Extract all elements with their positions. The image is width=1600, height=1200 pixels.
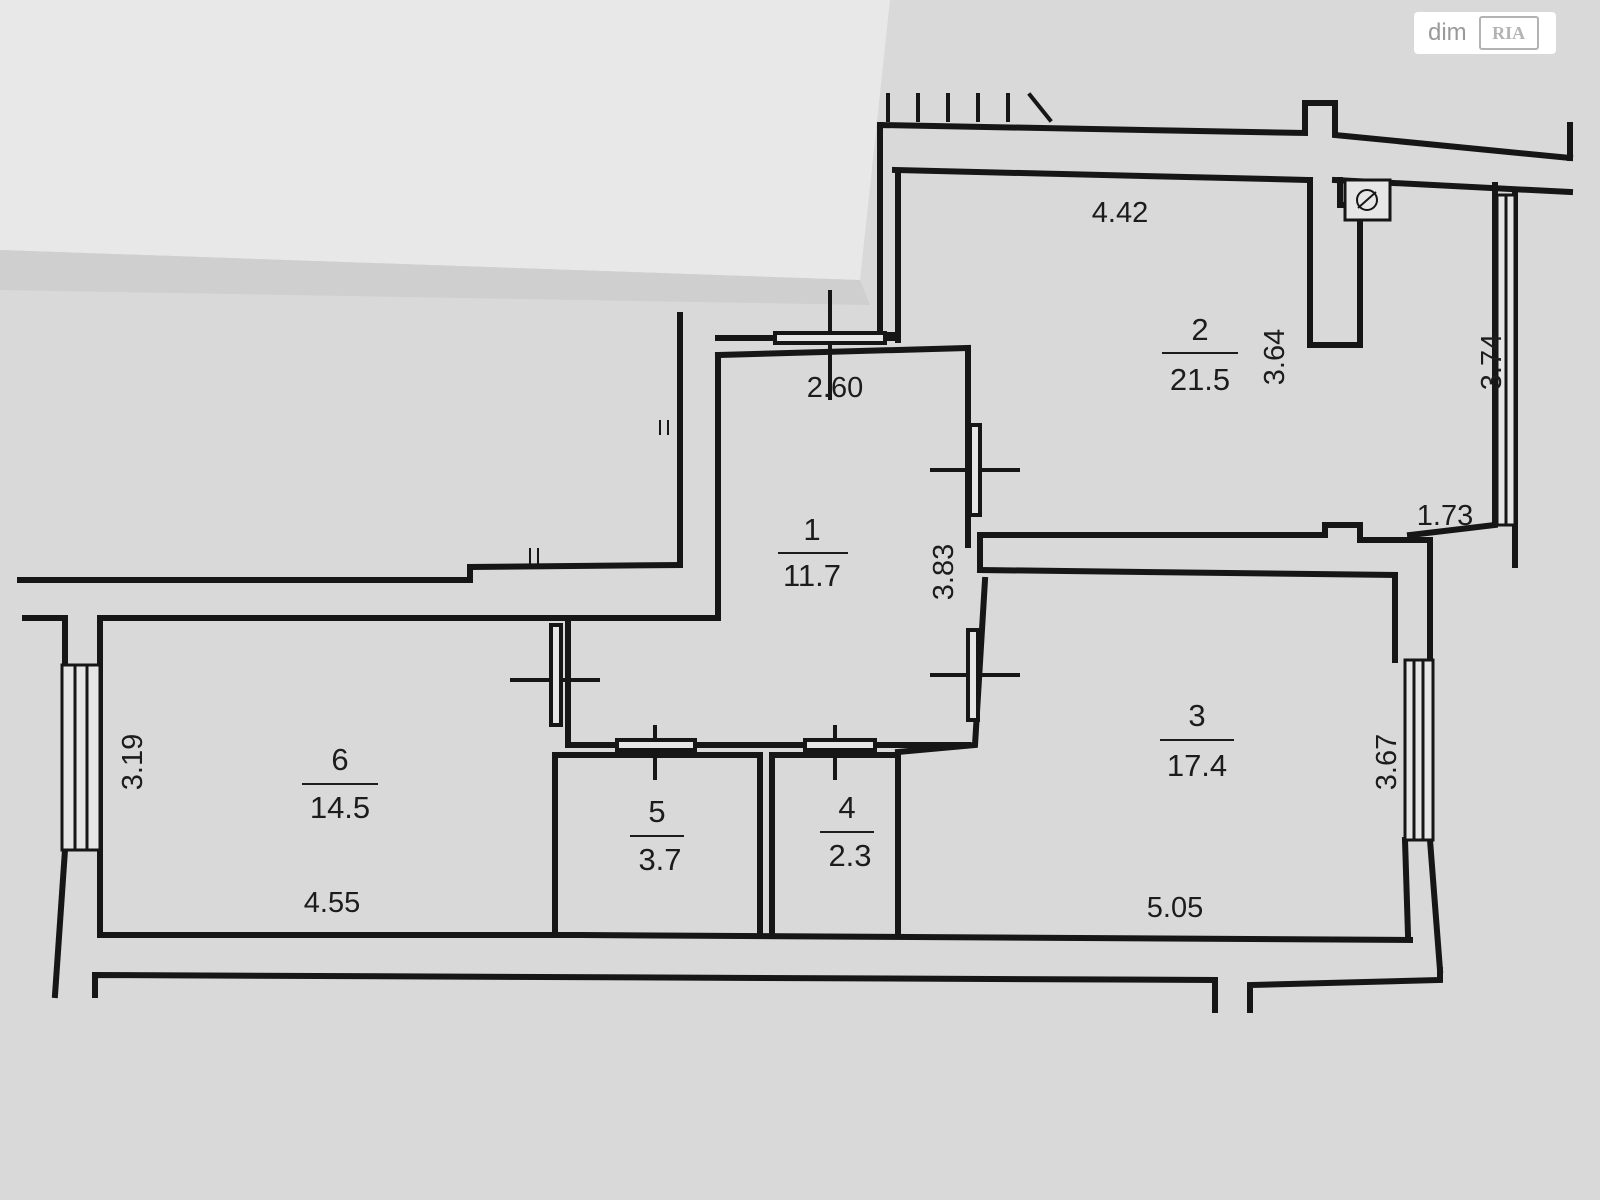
room-2-area: 21.5: [1170, 362, 1230, 397]
room3-right-wall-upper: [1392, 537, 1433, 663]
corridor-marks: [529, 548, 539, 565]
walls: [17, 92, 1574, 1013]
room-6-area: 14.5: [310, 790, 370, 825]
room-labels: 1 11.7 2 21.5 3 17.4 4 2.3 5 3.7 6 14.5: [302, 312, 1238, 877]
door-room5-frame: [615, 738, 697, 752]
room3-height-dim: 3.67: [1371, 734, 1403, 790]
door-room1-top-frame: [773, 331, 887, 345]
room-5-label: 5 3.7: [630, 794, 684, 877]
window-room3: [1403, 658, 1435, 842]
room-3-area: 17.4: [1167, 748, 1227, 783]
room-6-number: 6: [331, 742, 348, 777]
watermark-badge: dim RIA: [1414, 12, 1556, 54]
room4-walls: [769, 752, 901, 938]
door-room4-frame: [803, 738, 877, 752]
room6-height-dim: 3.19: [117, 734, 149, 790]
bottom-inner-wall: [97, 932, 1414, 944]
room3-right-inner-wall-lower: [1401, 836, 1412, 939]
room6-width-dim: 4.55: [304, 887, 360, 919]
room-6-label: 6 14.5: [302, 742, 378, 825]
room1-right-lower-wall: [894, 576, 989, 756]
dimension-labels: 2.60 3.83 4.42 3.64 3.74 1.73 5.05 3.67 …: [117, 197, 1508, 924]
room2-notch-dim: 1.73: [1417, 500, 1473, 532]
paper-fold-shadow: [0, 250, 870, 305]
door-room3-frame: [966, 628, 980, 722]
room2-width-dim: 4.42: [1092, 197, 1148, 229]
room1-width-dim: 2.60: [807, 372, 863, 404]
room-5-number: 5: [648, 794, 665, 829]
room3-width-dim: 5.05: [1147, 892, 1203, 924]
door-room6-frame: [549, 623, 563, 727]
room-4-number: 4: [838, 790, 855, 825]
windows: [60, 193, 1517, 852]
watermark-text: dim: [1428, 19, 1467, 46]
corridor-top-wall: [17, 561, 684, 583]
room-2-number: 2: [1191, 312, 1208, 347]
room-3-number: 3: [1188, 698, 1205, 733]
room-4-area: 2.3: [828, 838, 871, 873]
ria-logo-icon: RIA: [1478, 16, 1539, 50]
corridor-marks-upper: [659, 420, 669, 435]
door-room2-frame: [968, 423, 982, 517]
room3-right-outer-wall-lower: [1426, 836, 1444, 974]
window-room6: [60, 663, 102, 852]
room1-height-dim: 3.83: [928, 544, 960, 600]
room2-height-dim: 3.64: [1259, 329, 1291, 385]
room-1-number: 1: [803, 512, 820, 547]
room-3-label: 3 17.4: [1160, 698, 1234, 783]
balcony-railing: [886, 92, 1053, 123]
room2-height-right-dim: 3.74: [1476, 334, 1508, 390]
paper-fold: [0, 0, 890, 280]
room-2-label: 2 21.5: [1162, 312, 1238, 397]
boiler-icon: [1343, 178, 1392, 222]
bottom-outer-wall-right: [1247, 967, 1443, 1013]
balcony-inner-wall-left: [891, 166, 1314, 184]
room-1-area: 11.7: [783, 558, 841, 593]
room2-bottom-wall: [977, 522, 1433, 543]
room5-walls: [552, 752, 763, 938]
balcony-outer-wall: [876, 100, 1574, 162]
room-4-label: 4 2.3: [820, 790, 874, 873]
bottom-outer-wall-left: [92, 971, 1218, 1013]
room-1-label: 1 11.7: [778, 512, 848, 593]
room2-right-inner-wall: [1406, 182, 1498, 539]
room3-top-wall: [976, 566, 1399, 579]
room-5-area: 3.7: [638, 842, 681, 877]
room6-left-outer-wall: [51, 846, 69, 999]
ventilation-shaft: [1307, 177, 1363, 348]
doors: [510, 290, 1020, 780]
